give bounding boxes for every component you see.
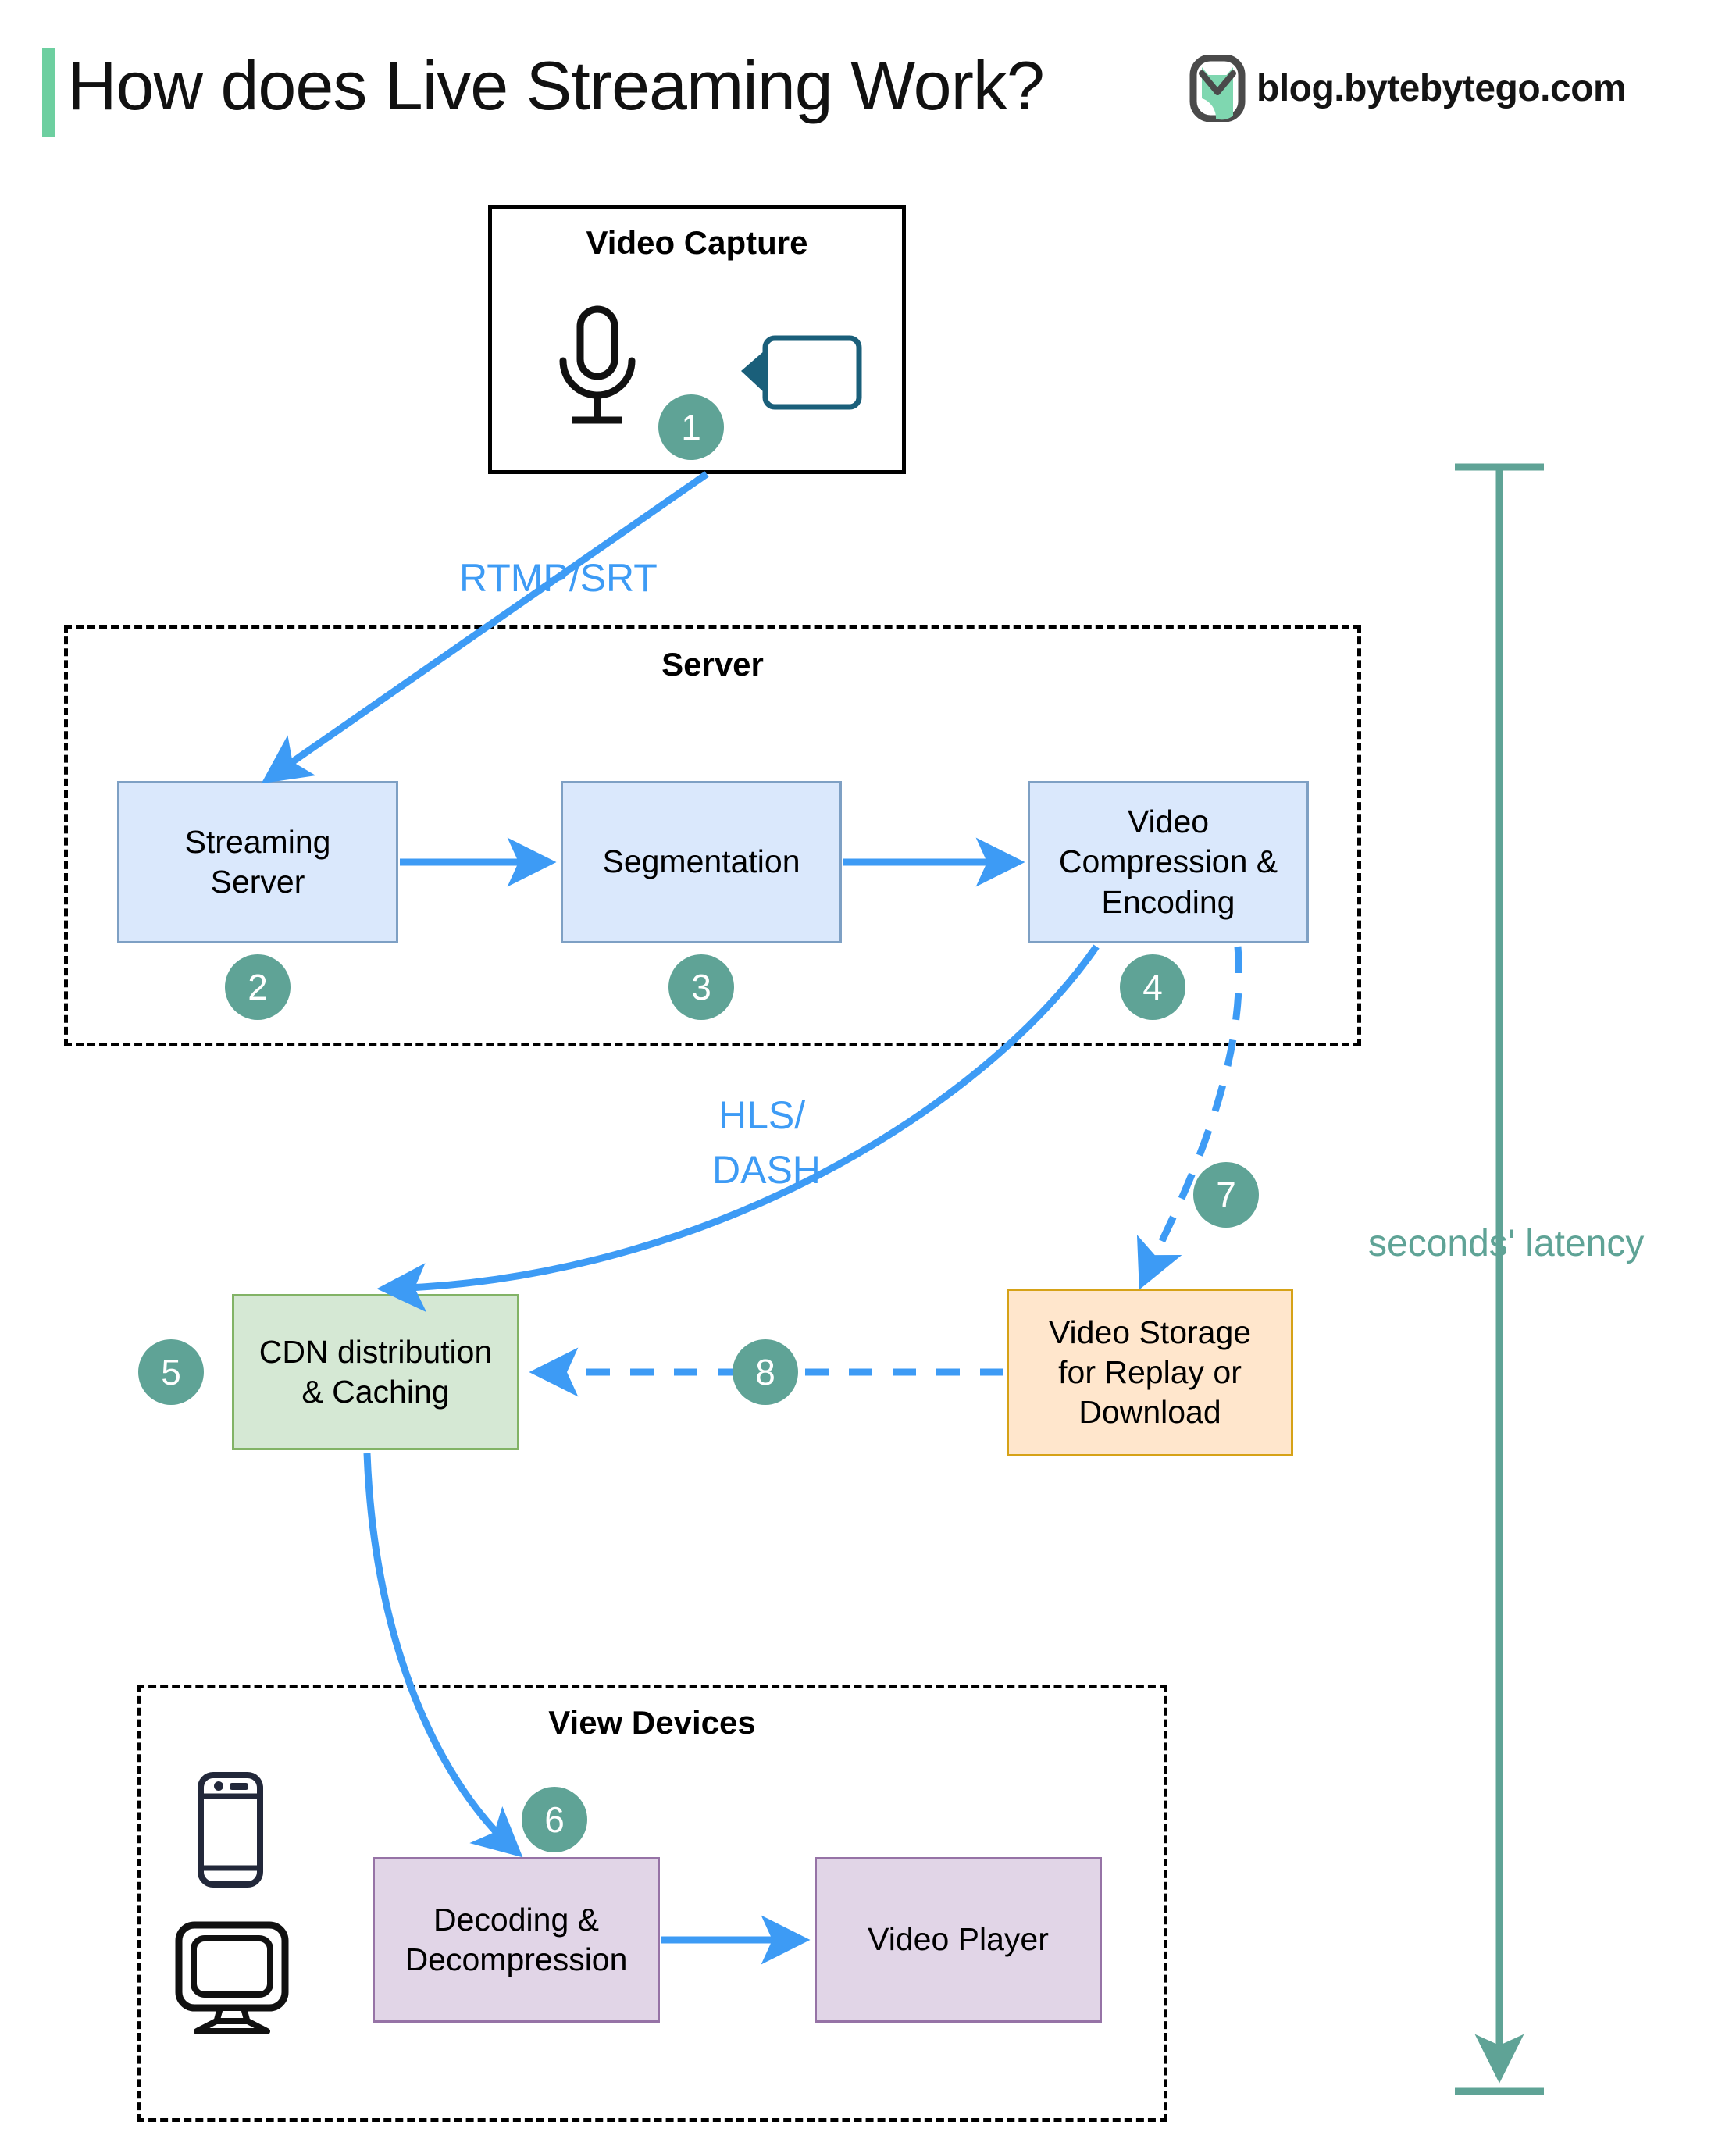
view-devices-container — [137, 1685, 1167, 2122]
server-title: Server — [661, 646, 764, 683]
video-storage-line1: Video Storage — [1048, 1314, 1252, 1350]
microphone-icon — [543, 305, 652, 433]
decoding-line1: Decoding & — [433, 1901, 599, 1938]
node-cdn[interactable]: CDN distribution & Caching — [232, 1294, 519, 1450]
node-streaming-server[interactable]: Streaming Server — [117, 781, 398, 943]
cdn-line2: & Caching — [301, 1374, 450, 1410]
monitor-icon — [173, 1921, 291, 2038]
segmentation-label: Segmentation — [602, 843, 800, 880]
brand: blog.bytebytego.com — [1189, 54, 1627, 123]
streaming-server-line2: Server — [210, 864, 305, 900]
latency-label: seconds' latency — [1368, 1223, 1645, 1264]
video-capture-title: Video Capture — [586, 224, 808, 261]
video-compression-line1: Video — [1127, 804, 1210, 840]
node-decoding[interactable]: Decoding & Decompression — [373, 1857, 660, 2023]
badge-2: 2 — [225, 954, 291, 1020]
brand-url: blog.bytebytego.com — [1257, 67, 1627, 109]
video-compression-line2: Compression & — [1058, 843, 1278, 880]
view-devices-title: View Devices — [548, 1704, 756, 1741]
page-title: How does Live Streaming Work? — [67, 47, 1045, 124]
video-storage-line2: for Replay or — [1058, 1353, 1242, 1390]
bytebytego-logo-icon — [1189, 54, 1246, 123]
decoding-line2: Decompression — [405, 1941, 628, 1977]
badge-3: 3 — [668, 954, 734, 1020]
badge-6: 6 — [522, 1787, 587, 1852]
video-storage-line3: Download — [1078, 1394, 1221, 1431]
video-camera-icon — [730, 333, 863, 415]
node-video-storage[interactable]: Video Storage for Replay or Download — [1007, 1289, 1293, 1456]
cdn-line1: CDN distribution — [258, 1333, 493, 1370]
node-video-player[interactable]: Video Player — [815, 1857, 1102, 2023]
node-segmentation[interactable]: Segmentation — [561, 781, 842, 943]
node-video-compression[interactable]: Video Compression & Encoding — [1028, 781, 1309, 943]
badge-7: 7 — [1193, 1162, 1259, 1228]
video-player-label: Video Player — [868, 1921, 1049, 1958]
edge-label-dash: DASH — [712, 1148, 821, 1192]
badge-5: 5 — [138, 1339, 204, 1405]
video-compression-line3: Encoding — [1101, 883, 1235, 920]
title-accent-bar — [42, 48, 55, 137]
smartphone-icon — [191, 1771, 269, 1892]
badge-4: 4 — [1120, 954, 1185, 1020]
edge-label-rtmp-srt: RTMP/SRT — [459, 556, 658, 600]
edge-label-hls: HLS/ — [718, 1093, 806, 1137]
badge-8: 8 — [733, 1339, 798, 1405]
streaming-server-line1: Streaming — [184, 823, 331, 860]
badge-1: 1 — [658, 394, 724, 460]
